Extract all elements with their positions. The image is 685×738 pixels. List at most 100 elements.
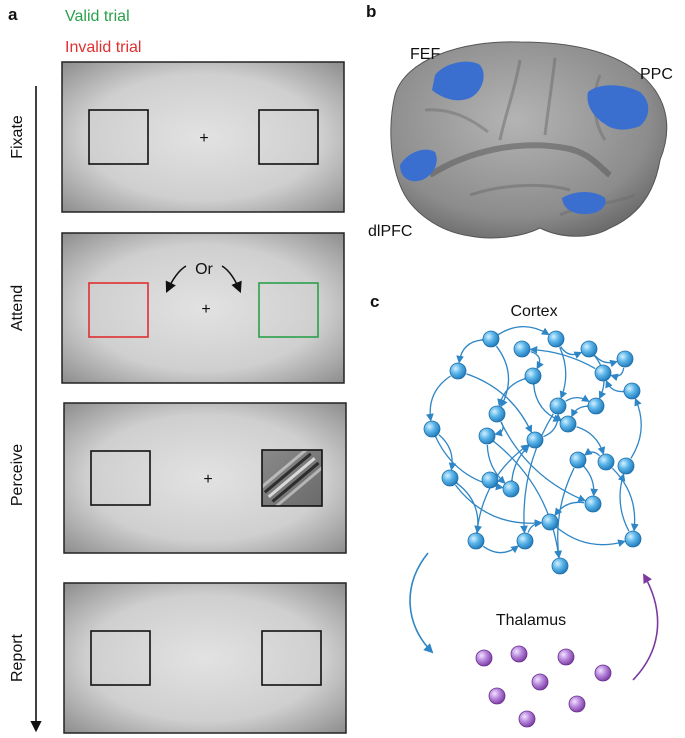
- connection-arrow: [549, 520, 626, 547]
- connection-arrow: [576, 459, 599, 497]
- cortex-node: [569, 451, 587, 469]
- connection-arrow: [530, 350, 544, 370]
- screen-perceive: +: [63, 402, 347, 554]
- cortex-node: [516, 532, 534, 550]
- thalamus-node: [557, 648, 575, 666]
- connection-arrow: [560, 346, 583, 359]
- connection-arrow: [554, 467, 575, 559]
- stage-label-attend: Attend: [9, 285, 26, 331]
- connection-arrow: [605, 379, 630, 396]
- left-box: [88, 109, 149, 165]
- connection-arrow: [497, 373, 532, 407]
- valid-cue-box: [258, 282, 319, 338]
- region-label-fef: FEF: [410, 46, 440, 63]
- thalamus-node: [568, 695, 586, 713]
- thalamus-node: [518, 710, 536, 728]
- cortex-node: [594, 364, 612, 382]
- thalamus-node: [475, 649, 493, 667]
- connection-arrow: [565, 394, 590, 403]
- fef-region: [432, 61, 484, 101]
- connection-arrow: [495, 345, 510, 408]
- connection-arrow: [527, 519, 543, 533]
- cortex-node: [597, 453, 615, 471]
- connection-arrow: [611, 467, 639, 532]
- connection-arrow: [529, 378, 562, 422]
- connection-arrow: [571, 402, 594, 418]
- cortex-node: [623, 382, 641, 400]
- cortex-node: [617, 457, 635, 475]
- cortex-node: [482, 330, 500, 348]
- connection-arrow: [454, 484, 543, 528]
- cortex-node: [524, 367, 542, 385]
- region-label-dlpfc: dlPFC: [368, 223, 412, 240]
- cortex-node: [423, 420, 441, 438]
- gabor-target: [262, 450, 322, 506]
- panel-label-c: c: [370, 292, 379, 311]
- panel-label-a: a: [8, 5, 18, 24]
- connection-arrow: [583, 447, 601, 457]
- connection-arrow: [456, 335, 489, 364]
- invalid-trial-label: Invalid trial: [65, 39, 141, 56]
- connection-arrow: [559, 346, 568, 400]
- cortex-node: [541, 513, 559, 531]
- cortex-node: [526, 431, 544, 449]
- stage-label-report: Report: [9, 633, 26, 682]
- cortex-node: [549, 397, 567, 415]
- cortex-node: [547, 330, 565, 348]
- valid-trial-label: Valid trial: [65, 8, 130, 25]
- cortex-node: [488, 405, 506, 423]
- thalamus-node: [510, 645, 528, 663]
- cortex-nodes: [423, 330, 642, 575]
- invalid-cue-box: [88, 282, 149, 338]
- connection-arrow: [466, 373, 533, 434]
- cortex-to-thalamus-arrow: [409, 552, 434, 654]
- screen-fixate: +: [61, 61, 345, 213]
- fixation-cross: +: [199, 130, 208, 147]
- cortex-node: [513, 340, 531, 358]
- cortex-label: Cortex: [510, 303, 557, 320]
- cortex-node: [551, 557, 569, 575]
- connection-arrow: [491, 325, 550, 341]
- cortex-node: [584, 495, 602, 513]
- thalamus-node: [488, 687, 506, 705]
- cortex-node: [616, 350, 634, 368]
- cortex-node: [481, 471, 499, 489]
- connection-arrow: [438, 434, 457, 471]
- brain-image: [390, 41, 668, 239]
- cortex-node: [467, 532, 485, 550]
- ppc-region: [587, 85, 649, 130]
- fixation-cross: +: [201, 301, 210, 318]
- cortex-node: [449, 362, 467, 380]
- thalamus-node: [594, 664, 612, 682]
- cue-arrow-left: [165, 265, 187, 294]
- region-label-ppc: PPC: [640, 66, 673, 83]
- cortex-node: [587, 397, 605, 415]
- stage-label-perceive: Perceive: [9, 444, 26, 506]
- connection-arrow: [630, 397, 642, 459]
- screen-report: [63, 582, 347, 734]
- cortex-node: [441, 469, 459, 487]
- temporal-region: [562, 192, 606, 215]
- thalamus-node: [531, 673, 549, 691]
- left-box: [90, 630, 151, 686]
- network-connections: [426, 325, 642, 559]
- connection-arrow: [610, 367, 625, 382]
- cortex-node: [624, 530, 642, 548]
- stage-label-fixate: Fixate: [9, 115, 26, 159]
- connection-arrow: [576, 426, 606, 455]
- right-box: [258, 109, 319, 165]
- fixation-cross: +: [203, 471, 212, 488]
- cortex-node: [559, 415, 577, 433]
- thalamus-label: Thalamus: [496, 612, 566, 629]
- panel-label-b: b: [366, 2, 376, 21]
- thalamus-to-cortex-arrow: [632, 573, 659, 681]
- cortex-node: [478, 427, 496, 445]
- cortex-node: [580, 340, 598, 358]
- cue-arrow-right: [221, 265, 242, 294]
- thalamus-nodes: [475, 645, 612, 728]
- right-box: [261, 630, 322, 686]
- connection-arrow: [426, 375, 451, 422]
- screen-attend: Or +: [61, 232, 345, 384]
- dlpfc-region: [400, 149, 437, 182]
